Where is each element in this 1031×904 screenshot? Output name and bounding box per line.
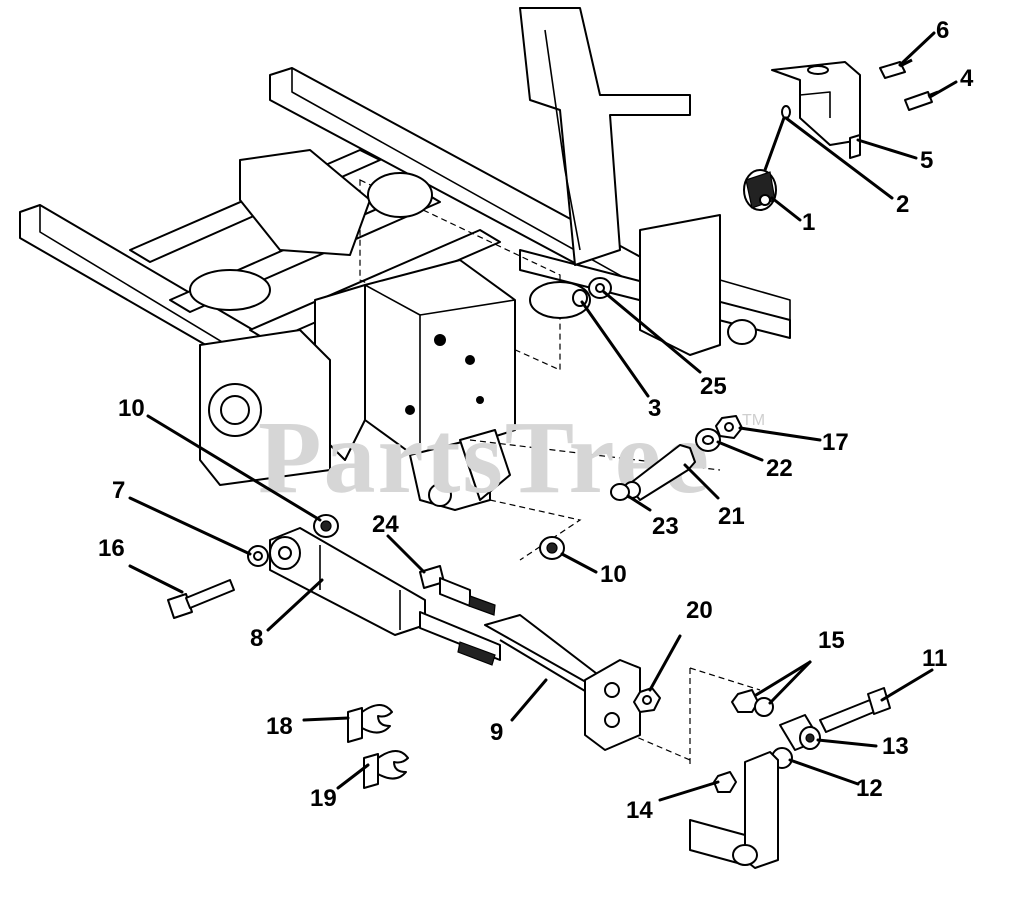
part-5-bracket: [771, 61, 861, 159]
part-13-bushing: [779, 714, 821, 751]
callout-3: 3: [648, 395, 661, 422]
callout-16: 16: [98, 535, 125, 562]
callout-23: 23: [652, 513, 679, 540]
part-6-screw: [879, 58, 913, 79]
callout-15: 15: [818, 627, 845, 654]
callout-10-lower: 10: [600, 561, 627, 588]
callout-20: 20: [686, 597, 713, 624]
callout-22: 22: [766, 455, 793, 482]
part-17-nut: [715, 415, 743, 439]
part-16-bolt: [167, 579, 235, 619]
part-1-knob: [743, 169, 777, 211]
part-21-link: [623, 444, 696, 501]
part-18-clip: [347, 704, 393, 743]
callout-9: 9: [490, 719, 503, 746]
part-24-turnbuckle: [419, 565, 496, 616]
part-20-nut: [633, 687, 661, 713]
callout-21: 21: [718, 503, 745, 530]
callout-1: 1: [802, 209, 815, 236]
watermark-trademark: TM: [742, 412, 765, 429]
part-15-nuts: [731, 689, 774, 717]
part-22-washer: [695, 428, 721, 452]
callout-14: 14: [626, 797, 653, 824]
tractor-frame: [19, 7, 791, 765]
part-23-washer: [610, 483, 630, 501]
leader-lines: [128, 31, 958, 802]
callout-7: 7: [112, 477, 125, 504]
callout-12: 12: [856, 775, 883, 802]
pivot-arm: [689, 751, 779, 869]
part-19-clip: [363, 750, 409, 789]
part-9-rod-plate: [484, 614, 641, 751]
callout-18: 18: [266, 713, 293, 740]
part-7-washer: [247, 545, 269, 567]
callout-2: 2: [896, 191, 909, 218]
callout-11: 11: [922, 645, 947, 672]
callout-5: 5: [920, 147, 933, 174]
callout-13: 13: [882, 733, 909, 760]
callout-6: 6: [936, 17, 949, 44]
callout-10-upper: 10: [118, 395, 145, 422]
callout-25: 25: [700, 373, 727, 400]
callout-17: 17: [822, 429, 849, 456]
callout-labels: 1 2 3 4 5 6 7 8 9 10 10 11 12 13 14 15 1…: [98, 17, 974, 824]
callout-4: 4: [960, 65, 974, 92]
callout-8: 8: [250, 625, 263, 652]
callout-24: 24: [372, 511, 399, 538]
callout-19: 19: [310, 785, 337, 812]
part-11-bolt: [819, 687, 891, 733]
part-2-lever-rod: [763, 105, 791, 171]
part-8-cylinder: [269, 527, 501, 666]
part-10-bushing-lower: [539, 536, 565, 560]
